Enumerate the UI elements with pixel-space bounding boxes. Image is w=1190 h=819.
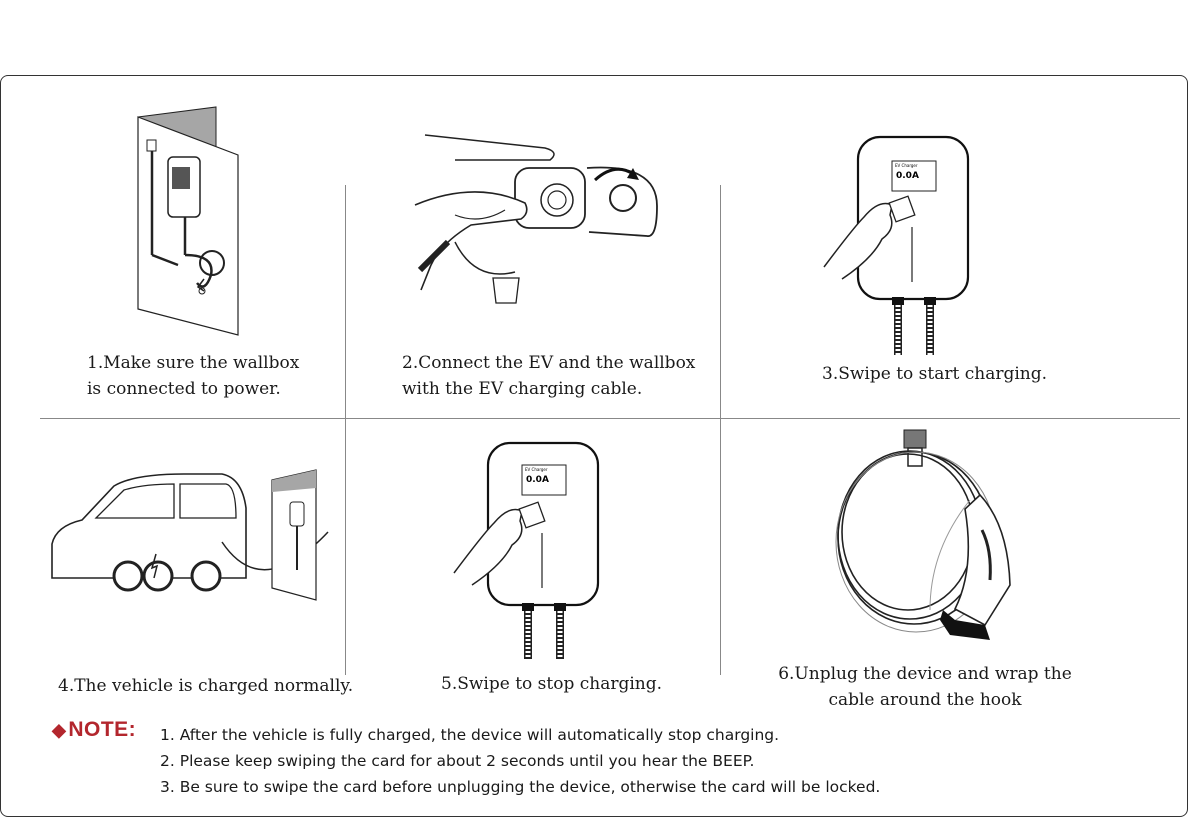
step-2-line-1: 2.Connect the EV and the wallbox [402, 353, 696, 373]
connect-ev-cable-illustration [414, 134, 658, 304]
step-1-line-2: is connected to power. [87, 379, 281, 399]
step-2-caption: 2.Connect the EV and the wallbox with th… [402, 350, 695, 402]
grid-divider-horizontal [40, 418, 1180, 419]
step-1-line-1: 1.Make sure the wallbox [87, 353, 300, 373]
step-3-line-1: 3.Swipe to start charging. [822, 364, 1048, 384]
step-6-line-1: 6.Unplug the device and wrap the [778, 664, 1072, 684]
stop-display-title: EV Charger [525, 467, 548, 472]
step-3-caption: 3.Swipe to start charging. [822, 361, 1047, 387]
cable-on-hook-illustration [835, 429, 1011, 640]
note-item-2: 2. Please keep swiping the card for abou… [160, 752, 755, 770]
diamond-icon: ◆ [52, 720, 67, 740]
step-5-caption: 5.Swipe to stop charging. [441, 671, 662, 697]
stop-display-reading: 0.0A [526, 475, 549, 485]
instruction-panel [0, 75, 1188, 817]
step-6-caption: 6.Unplug the device and wrap the cable a… [765, 661, 1085, 713]
note-list: 1. After the vehicle is fully charged, t… [160, 722, 880, 800]
step-4-line-1: 4.The vehicle is charged normally. [58, 676, 354, 696]
wallbox-on-wall-illustration [137, 106, 239, 336]
step-5-line-1: 5.Swipe to stop charging. [441, 674, 663, 694]
note-item-3: 3. Be sure to swipe the card before unpl… [160, 778, 881, 796]
start-display-reading: 0.0A [896, 171, 919, 181]
note-heading: ◆NOTE: [52, 718, 136, 742]
step-1-caption: 1.Make sure the wallbox is connected to … [87, 350, 299, 402]
grid-divider-vertical-left [345, 185, 346, 675]
step-2-line-2: with the EV charging cable. [402, 379, 643, 399]
swipe-stop-illustration: EV Charger 0.0A [453, 441, 600, 659]
swipe-start-illustration: EV Charger 0.0A [823, 135, 970, 355]
step-4-caption: 4.The vehicle is charged normally. [58, 673, 353, 699]
vehicle-charging-illustration [51, 469, 329, 601]
note-label: NOTE: [68, 718, 137, 741]
step-6-line-2: cable around the hook [828, 690, 1022, 710]
grid-divider-vertical-right [720, 185, 721, 675]
start-display-title: EV Charger [895, 163, 918, 168]
note-item-1: 1. After the vehicle is fully charged, t… [160, 726, 780, 744]
